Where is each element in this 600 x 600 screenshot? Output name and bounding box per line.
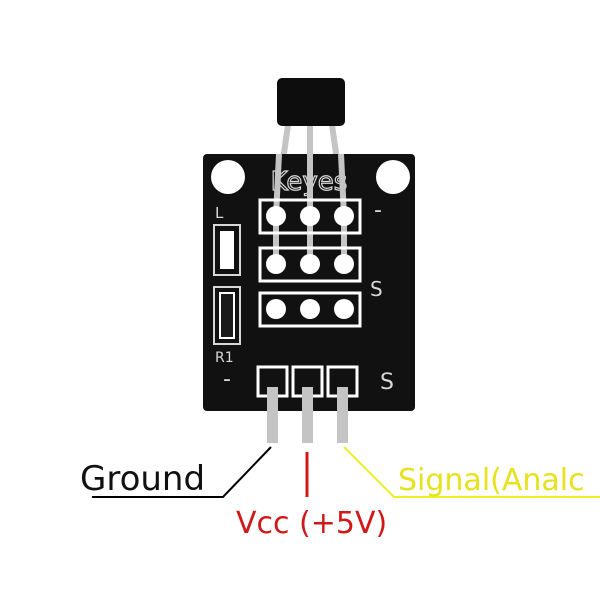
ground-leader-line (92, 446, 272, 498)
header-frame (258, 246, 362, 283)
silk-led-label: L (215, 204, 224, 222)
pad (334, 206, 354, 226)
header-frame (258, 291, 362, 328)
pin-ground (267, 387, 278, 443)
signal-label: Signal(Analc (398, 463, 585, 498)
pad (266, 254, 286, 274)
pad (266, 299, 286, 319)
ground-label: Ground (80, 459, 205, 499)
silk-s-bottom: S (380, 370, 394, 395)
resistor-outline (213, 286, 241, 345)
header-row-1 (258, 198, 362, 235)
pad (300, 299, 320, 319)
lead-front-right (338, 153, 347, 217)
resistor-body (219, 292, 235, 339)
pad (334, 254, 354, 274)
led-body (220, 231, 234, 269)
led-outline (213, 224, 241, 276)
pin-signal (337, 387, 348, 443)
mounting-hole-right (376, 160, 410, 194)
silk-s-mid: S (370, 277, 383, 301)
silk-minus-bottom: - (223, 367, 231, 392)
pin-vcc (302, 387, 313, 443)
signal-leader-line (343, 446, 600, 498)
lead-front-left (273, 153, 282, 217)
pad (300, 206, 320, 226)
pad (300, 254, 320, 274)
silk-resistor-label: R1 (215, 350, 234, 366)
mounting-hole-left (211, 160, 245, 194)
vcc-label: Vcc (+5V) (236, 506, 387, 541)
hall-sensor-body (277, 78, 345, 126)
header-frame (258, 198, 362, 235)
header-row-3 (258, 291, 362, 328)
header-row-2 (258, 246, 362, 283)
pad (266, 206, 286, 226)
silk-minus-top: - (374, 198, 382, 223)
pad (334, 299, 354, 319)
